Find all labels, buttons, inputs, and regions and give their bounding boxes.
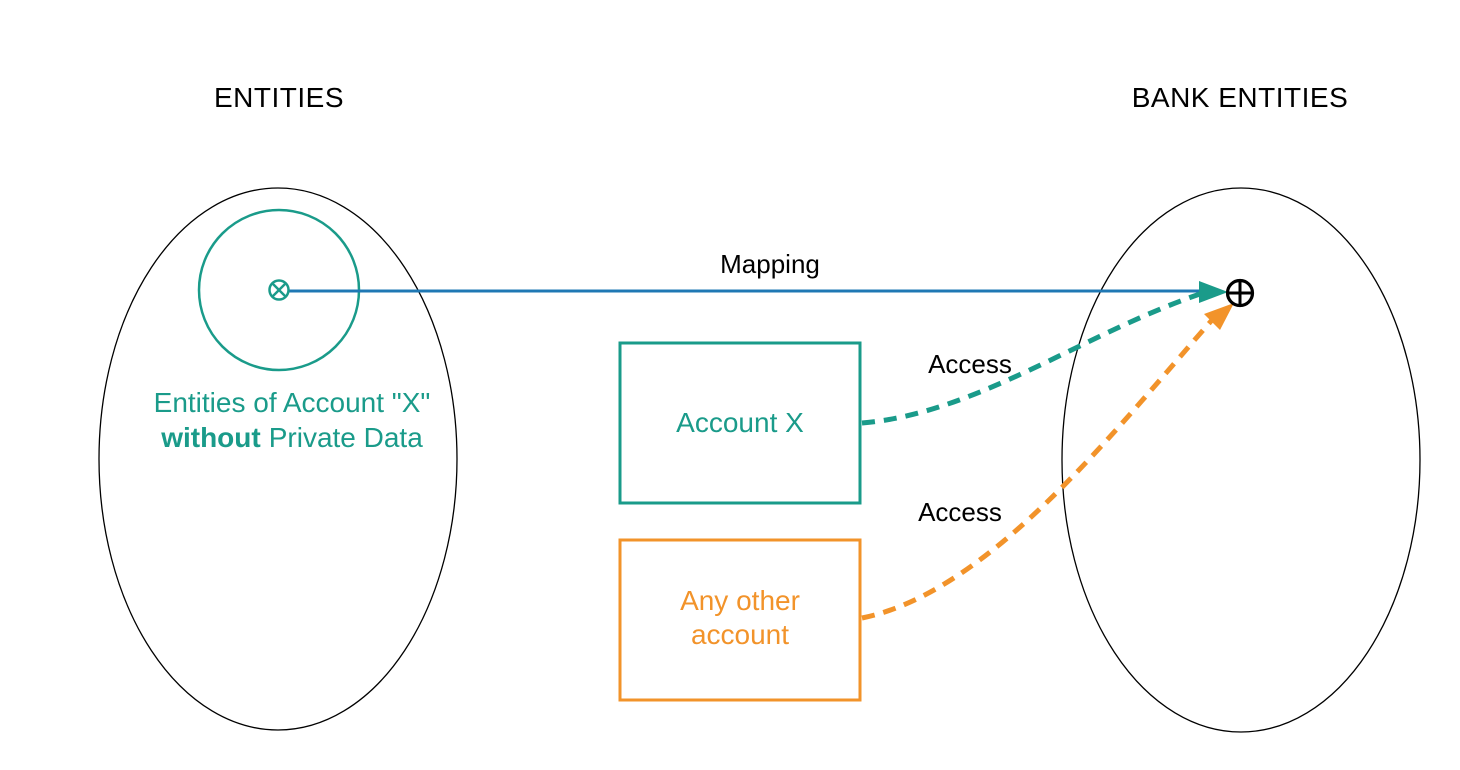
entities-title: ENTITIES (214, 82, 344, 113)
account-x-box-label: Account X (676, 407, 804, 438)
access-label-account-x: Access (928, 349, 1012, 379)
entities-annotation-line2: without Private Data (160, 422, 423, 453)
entities-annotation: Entities of Account "X" without Private D… (154, 387, 431, 453)
source-point-cross-2 (271, 282, 287, 298)
any-other-account-label-line2: account (691, 619, 789, 650)
any-other-account-label-line1: Any other (680, 585, 800, 616)
entities-annotation-rest: Private Data (269, 422, 423, 453)
source-point-icon (268, 279, 290, 301)
entities-annotation-bold-word: without (160, 422, 261, 453)
account-x-box: Account X (618, 341, 862, 505)
account-x-box-border (618, 341, 862, 505)
access-label-other-account: Access (918, 497, 1002, 527)
entities-ellipse (98, 187, 458, 731)
access-arrow-other-account (861, 318, 1214, 621)
mapping-label: Mapping (720, 249, 820, 279)
mapping-access-arrowhead (1199, 281, 1228, 303)
bank-entities-ellipse (1061, 187, 1421, 733)
any-other-account-box: Any other account (618, 538, 862, 702)
access-other-arrowhead (1204, 303, 1234, 330)
bank-entities-title: BANK ENTITIES (1132, 82, 1349, 113)
any-other-account-box-border (618, 538, 862, 702)
entities-annotation-line1: Entities of Account "X" (154, 387, 431, 418)
access-arrow-account-x (861, 291, 1201, 426)
target-point-icon (1225, 278, 1255, 308)
